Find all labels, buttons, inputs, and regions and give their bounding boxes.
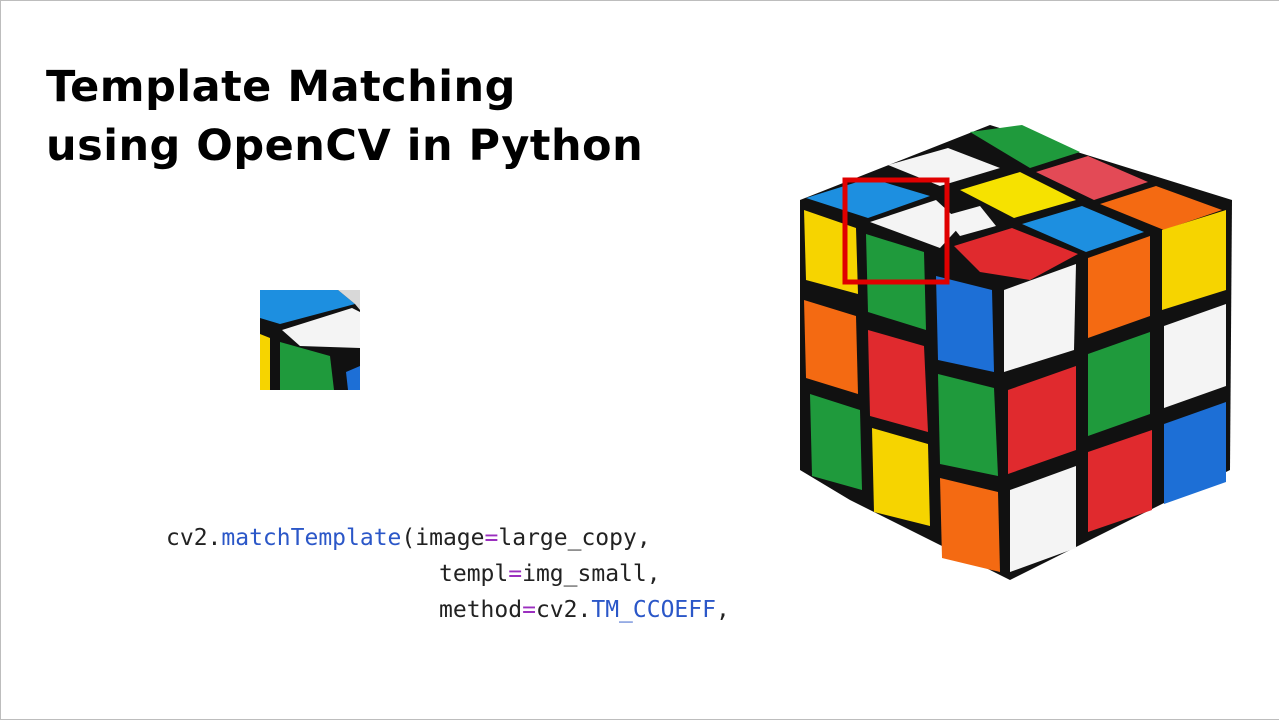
source-image (790, 115, 1240, 595)
code-snippet: cv2.matchTemplate(image=large_copy,templ… (166, 520, 730, 628)
code-object: cv2. (166, 525, 222, 551)
code-function: matchTemplate (221, 525, 402, 551)
match-rectangle-icon (842, 177, 950, 285)
rubiks-cube-crop-icon (260, 290, 360, 390)
code-value: large_copy, (498, 525, 651, 551)
code-param-templ: templ (439, 561, 509, 587)
code-param-image: image (415, 525, 485, 551)
code-operator: = (522, 597, 536, 623)
template-image (260, 290, 360, 390)
code-param-method: method (439, 597, 523, 623)
slide-title: Template Matching using OpenCV in Python (46, 58, 643, 176)
title-line-1: Template Matching (46, 62, 516, 112)
code-paren: ( (401, 525, 416, 551)
code-line-3: method=cv2.TM_CCOEFF, (166, 592, 730, 628)
rubiks-cube-icon (800, 125, 1232, 580)
code-operator: = (484, 525, 499, 551)
code-constant: TM_CCOEFF (591, 597, 716, 623)
code-operator: = (508, 561, 523, 587)
code-line-2: templ=img_small, (166, 556, 730, 592)
code-value: img_small, (522, 561, 661, 587)
code-line-1: cv2.matchTemplate(image=large_copy, (166, 520, 730, 556)
code-tail: , (715, 597, 730, 623)
title-line-2: using OpenCV in Python (46, 121, 644, 171)
code-object: cv2. (535, 597, 592, 623)
